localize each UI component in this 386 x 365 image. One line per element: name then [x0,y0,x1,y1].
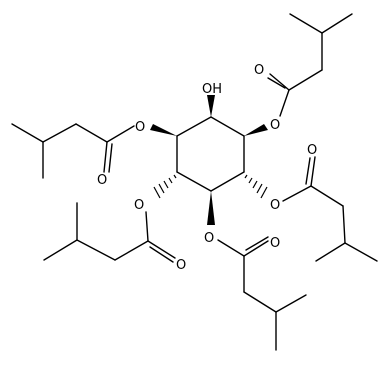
ester-oxygen-bottom: O [204,231,214,246]
cyclohexane-ring [176,116,245,192]
ester-oxygen-bottom-left: O [134,198,144,213]
ester-oxygen-right: O [270,198,280,213]
ester-oxygen-top-right: O [270,118,280,133]
ester-bottom: O O [204,191,307,351]
hydroxyl-group: OH [202,82,222,117]
carbonyl-oxygen-top-right: O [254,63,264,78]
carbonyl-oxygen-bottom-left: O [176,258,186,273]
hydroxyl-label: OH [202,82,222,97]
ester-right: O O [244,143,378,262]
carbonyl-oxygen-right: O [307,143,317,158]
carbonyl-oxygen-left: O [97,173,107,188]
ester-oxygen-left: O [135,120,145,135]
ester-left: O O [11,120,177,188]
carbonyl-oxygen-bottom: O [270,236,280,251]
ester-top-right: O O [244,13,353,136]
ester-bottom-left: O O [43,174,186,273]
